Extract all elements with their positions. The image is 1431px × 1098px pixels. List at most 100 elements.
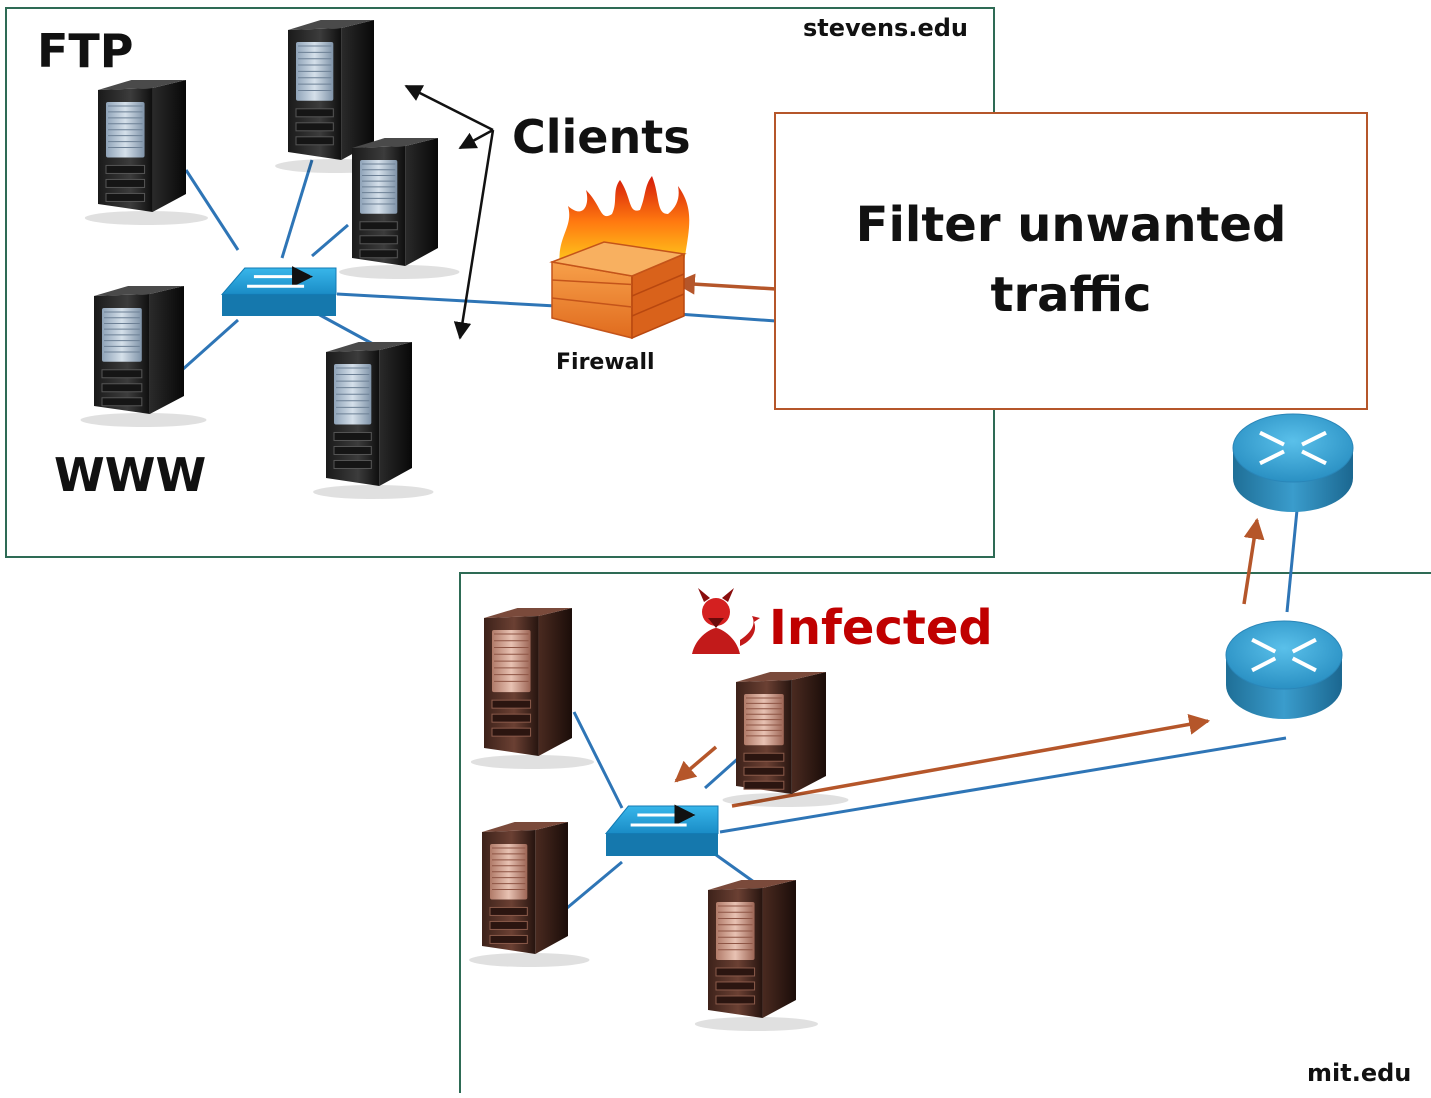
mit-switch-icon [604, 804, 719, 856]
mit-server-icon-3 [469, 822, 590, 967]
server-drive-bay [101, 369, 143, 379]
server-drive-bay [743, 752, 785, 762]
traffic-arrow-up-to-router [1242, 517, 1265, 605]
firewall-label: Firewall [556, 350, 655, 375]
server-top [94, 286, 184, 296]
filter-callout-text: Filter unwanted traffic [855, 197, 1287, 323]
stevens-domain-label: stevens.edu [803, 14, 968, 42]
server-side [149, 286, 184, 414]
firewall-mortar [551, 279, 633, 286]
stevens-switch-icon [220, 266, 337, 316]
router-arrow [1301, 449, 1327, 466]
firewall-wall-top [549, 241, 687, 277]
client-server-icon-1 [275, 20, 396, 173]
firewall-flames [559, 176, 690, 268]
devil-tail [740, 616, 760, 646]
router-arrow [1251, 656, 1277, 673]
server-drive-bay [715, 967, 756, 977]
server-side [535, 822, 568, 954]
clients-pointer-arrow-3 [453, 129, 495, 340]
server-side [538, 608, 572, 756]
traffic-arrow-to-router [731, 713, 1211, 808]
server-drive-bay [359, 235, 398, 245]
server-drive-bay [333, 431, 372, 441]
router-arrow [1259, 430, 1285, 447]
server-drive-bay [491, 727, 532, 737]
switch-top [604, 805, 719, 834]
firewall-icon [549, 176, 690, 340]
router-top [1232, 413, 1354, 483]
router-arrow [1301, 430, 1327, 447]
server-drive-bay [743, 780, 785, 790]
server-drive-bay [295, 108, 334, 118]
router-arrow [1251, 637, 1277, 654]
stevens-zone-border [5, 7, 995, 558]
server-side [762, 880, 796, 1018]
server-top [708, 880, 796, 890]
mit-zone-border [459, 572, 1431, 1093]
infected-label: Infected [769, 600, 993, 656]
link-mit-server1-switch [572, 711, 624, 809]
server-shadow [80, 413, 207, 427]
server-drive-bay [333, 459, 372, 469]
server-drive-bay [333, 445, 372, 455]
firewall-mortar [631, 293, 685, 317]
server-shadow [470, 755, 594, 769]
router-top [1225, 620, 1343, 690]
link-switch-firewall [336, 292, 557, 308]
www-server-icon [80, 286, 207, 427]
ftp-label: FTP [37, 24, 134, 78]
devil-beard [708, 618, 724, 628]
server-side [379, 342, 412, 486]
devil-horn [722, 588, 734, 602]
router-arrow [1259, 449, 1285, 466]
server-drive-bay [105, 164, 146, 174]
server-top [352, 138, 438, 148]
server-drive-bay [715, 981, 756, 991]
firewall-mortar [551, 297, 633, 308]
server-side [152, 80, 186, 212]
filter-callout-box: Filter unwanted traffic [774, 112, 1368, 410]
link-mit-switch-router [719, 736, 1287, 834]
server-top [98, 80, 186, 90]
router-arrow [1291, 637, 1317, 654]
router-arrow [1291, 656, 1317, 673]
server-top [326, 342, 412, 352]
mit-domain-label: mit.edu [1307, 1059, 1412, 1087]
clients-pointer-arrow-2 [458, 128, 494, 150]
www-label: WWW [54, 448, 207, 502]
server-top [482, 822, 568, 832]
clients-label: Clients [512, 110, 691, 164]
server-drive-bay [101, 383, 143, 393]
link-server5-switch [317, 312, 374, 346]
link-server4-switch [181, 318, 239, 372]
server-shadow [469, 953, 590, 967]
server-drive-bay [491, 713, 532, 723]
firewall-mortar [631, 273, 685, 297]
link-mit-server4-switch [711, 850, 755, 884]
server-drive-bay [489, 920, 528, 930]
mit-server-icon-2 [722, 672, 849, 807]
switch-body [606, 833, 718, 856]
server-drive-bay [715, 995, 756, 1005]
server-side [405, 138, 438, 266]
lower-router-icon [1225, 620, 1343, 719]
server-drive-bay [295, 136, 334, 146]
link-server1-switch [184, 169, 240, 251]
traffic-arrow-to-firewall [673, 273, 777, 295]
switch-body [222, 294, 336, 316]
server-top [736, 672, 826, 682]
server-shadow [84, 211, 208, 225]
link-mit-server2-switch [704, 753, 743, 790]
server-drive-bay [295, 122, 334, 132]
server-drive-bay [359, 249, 398, 259]
server-shadow [339, 265, 460, 279]
server-drive-bay [491, 699, 532, 709]
link-server3-switch [311, 223, 349, 258]
devil-icon [692, 588, 760, 654]
server-drive-bay [359, 221, 398, 231]
server-side [791, 672, 826, 794]
server-side [341, 20, 374, 160]
devil-body [692, 628, 740, 654]
